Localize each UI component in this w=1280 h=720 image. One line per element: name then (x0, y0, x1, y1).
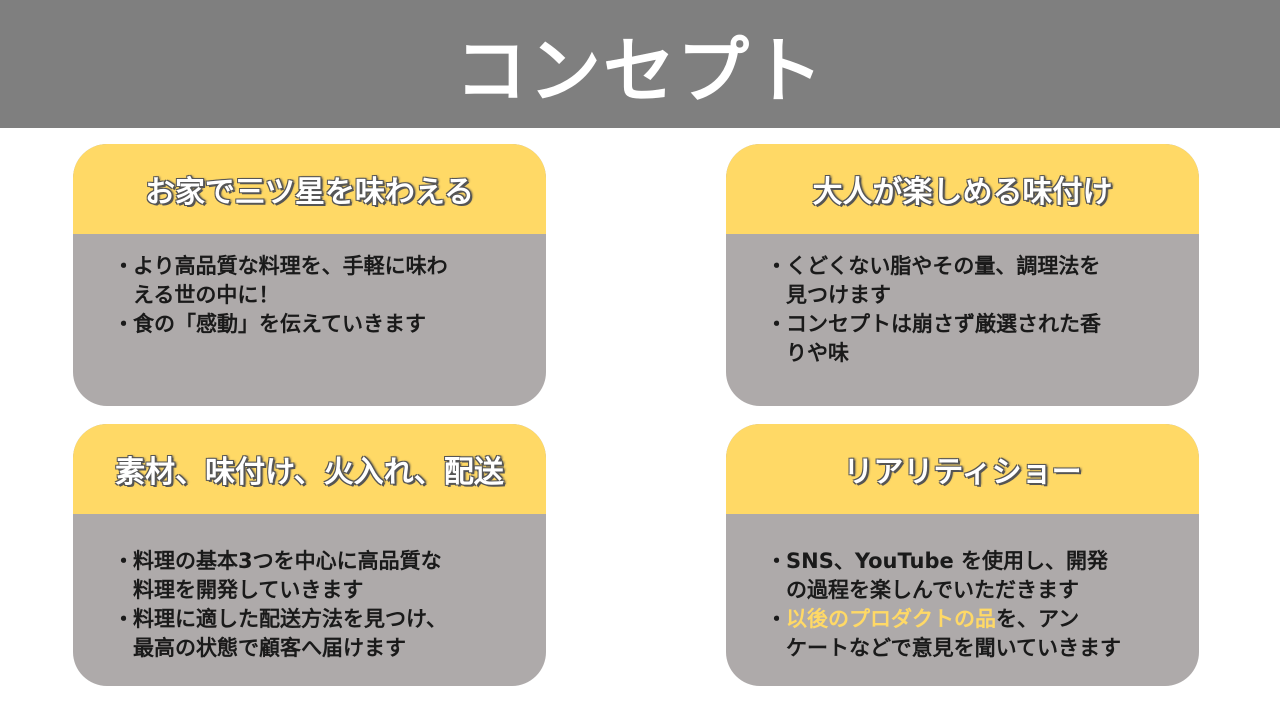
bullet-text-line: える世の中に！ (133, 283, 280, 307)
card-body: ・ SNS、YouTube を使用し、開発 の過程を楽しんでいただきます ・ 以… (766, 547, 1179, 663)
bullet-text-line: 最高の状態で顧客へ届けます (133, 636, 406, 660)
card-header: リアリティショー (726, 424, 1199, 514)
bullet-item: ・ 食の「感動」を伝えていきます (113, 310, 526, 339)
bullet-marker: ・ (766, 254, 787, 278)
bullet-text-line: ケートなどで意見を聞いていきます (786, 636, 1121, 660)
card-body: ・ 料理の基本3つを中心に高品質な 料理を開発していきます ・ 料理に適した配送… (113, 547, 526, 663)
bullet-marker: ・ (113, 607, 134, 631)
card-heading: リアリティショー (843, 455, 1082, 490)
bullet-item: ・ 料理の基本3つを中心に高品質な 料理を開発していきます (113, 547, 526, 605)
page-title: コンセプト (454, 28, 825, 113)
bullet-text-line: りや味 (786, 341, 849, 365)
card-body: ・ より高品質な料理を、手軽に味わ える世の中に！ ・ 食の「感動」を伝えていき… (113, 252, 526, 339)
concept-card-adult-flavor: 大人が楽しめる味付け ・ くどくない脂やその量、調理法を 見つけます ・ コンセ… (726, 144, 1199, 406)
bullet-item: ・ コンセプトは崩さず厳選された香 りや味 (766, 310, 1179, 368)
card-heading: お家で三ツ星を味わえる (144, 175, 475, 210)
concept-card-home-three-star: お家で三ツ星を味わえる ・ より高品質な料理を、手軽に味わ える世の中に！ ・ … (73, 144, 546, 406)
highlighted-text: 以後のプロダクトの品 (786, 607, 996, 631)
bullet-item: ・ より高品質な料理を、手軽に味わ える世の中に！ (113, 252, 526, 310)
bullet-marker: ・ (766, 312, 787, 336)
bullet-text-line: 料理の基本3つを中心に高品質な (133, 549, 442, 573)
card-heading: 大人が楽しめる味付け (812, 175, 1113, 210)
bullet-item: ・ 料理に適した配送方法を見つけ、 最高の状態で顧客へ届けます (113, 605, 526, 663)
bullet-text-line: より高品質な料理を、手軽に味わ (133, 254, 448, 278)
card-header: お家で三ツ星を味わえる (73, 144, 546, 234)
bullet-item: ・ 以後のプロダクトの品を、アン ケートなどで意見を聞いていきます (766, 605, 1179, 663)
bullet-marker: ・ (113, 254, 134, 278)
card-header: 大人が楽しめる味付け (726, 144, 1199, 234)
bullet-text-line: SNS、YouTube を使用し、開発 (786, 549, 1109, 573)
bullet-text-line: 料理に適した配送方法を見つけ、 (133, 607, 447, 631)
card-header: 素材、味付け、火入れ、配送 (73, 424, 546, 514)
title-bar: コンセプト (0, 0, 1280, 128)
bullet-marker: ・ (766, 607, 787, 631)
bullet-text-line: 食の「感動」を伝えていきます (133, 312, 426, 336)
card-heading: 素材、味付け、火入れ、配送 (115, 455, 504, 490)
bullet-text-line: を、アン (996, 607, 1080, 631)
bullet-text-line: くどくない脂やその量、調理法を (786, 254, 1101, 278)
bullet-text-line: 見つけます (786, 283, 891, 307)
card-body: ・ くどくない脂やその量、調理法を 見つけます ・ コンセプトは崩さず厳選された… (766, 252, 1179, 368)
bullet-item: ・ くどくない脂やその量、調理法を 見つけます (766, 252, 1179, 310)
bullet-marker: ・ (113, 549, 134, 573)
concept-card-reality-show: リアリティショー ・ SNS、YouTube を使用し、開発 の過程を楽しんでい… (726, 424, 1199, 686)
bullet-marker: ・ (766, 549, 787, 573)
bullet-item: ・ SNS、YouTube を使用し、開発 の過程を楽しんでいただきます (766, 547, 1179, 605)
bullet-text-line: 料理を開発していきます (133, 578, 364, 602)
concept-card-ingredients-delivery: 素材、味付け、火入れ、配送 ・ 料理の基本3つを中心に高品質な 料理を開発してい… (73, 424, 546, 686)
bullet-marker: ・ (113, 312, 134, 336)
bullet-text-line: コンセプトは崩さず厳選された香 (786, 312, 1101, 336)
bullet-text-line: の過程を楽しんでいただきます (786, 578, 1079, 602)
